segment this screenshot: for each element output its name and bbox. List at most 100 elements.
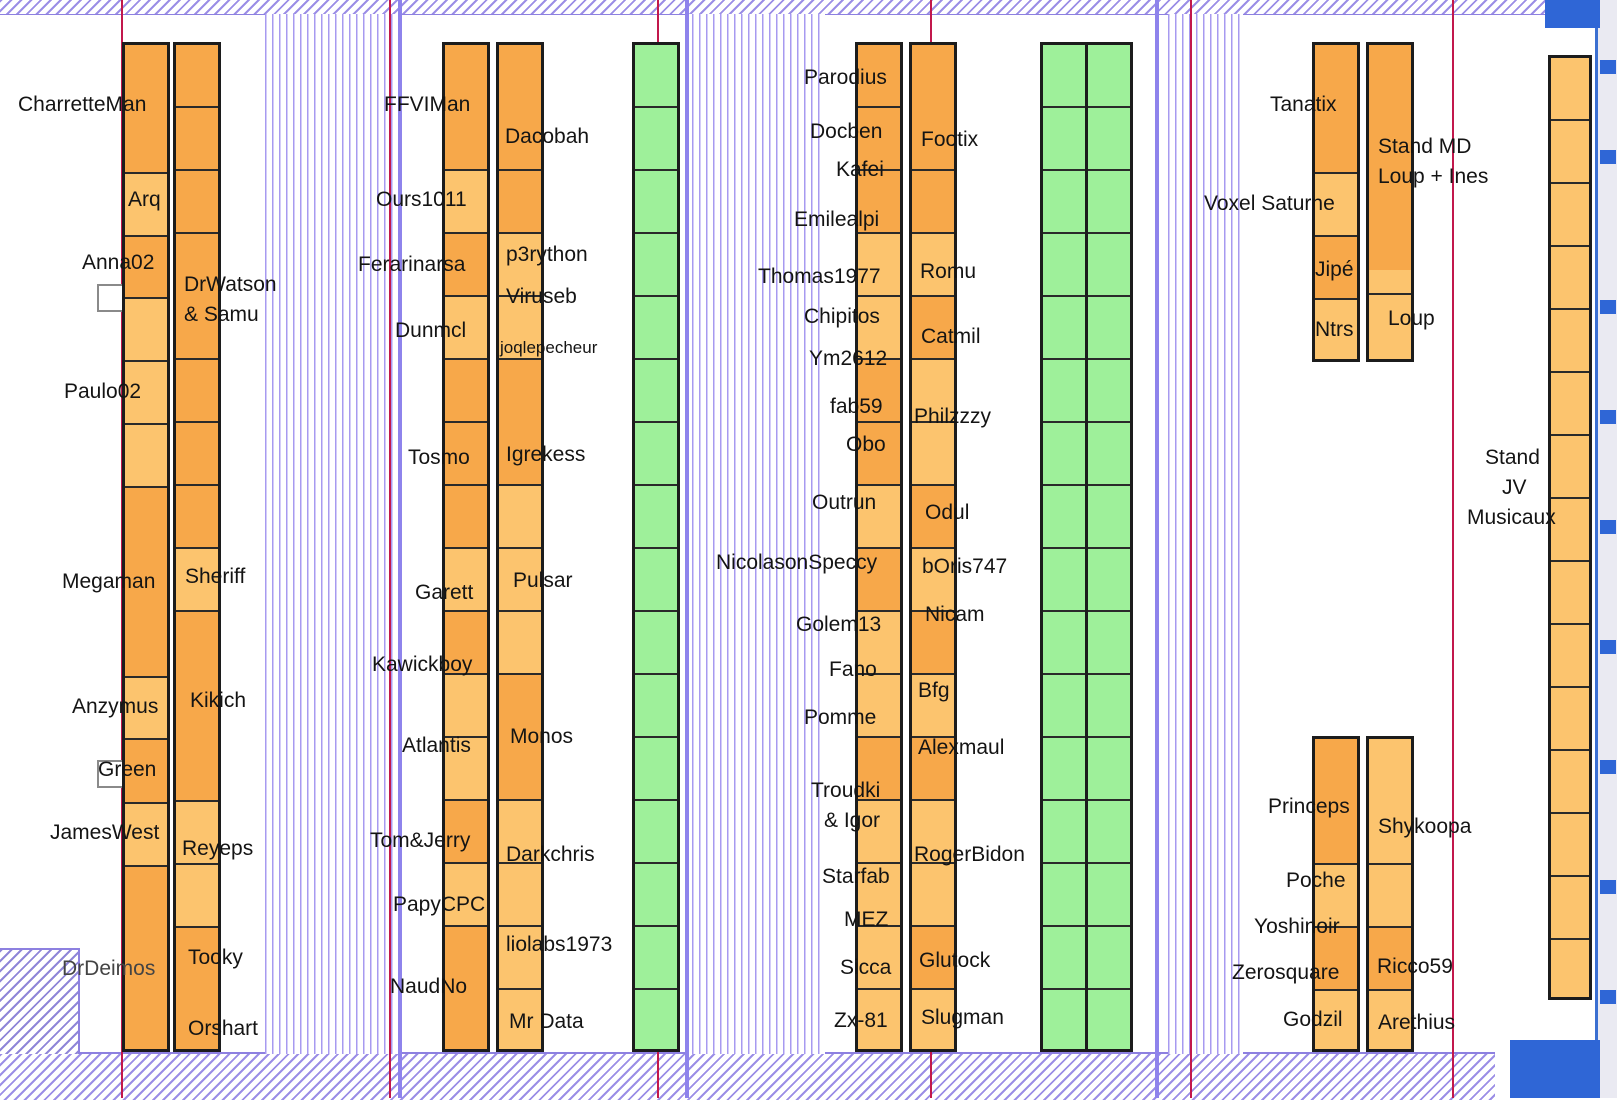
table-slot[interactable]: [912, 612, 954, 675]
table-slot[interactable]: [858, 234, 900, 297]
table-slot[interactable]: [125, 237, 167, 299]
table-slot[interactable]: [445, 171, 487, 234]
table-slot[interactable]: [499, 234, 541, 297]
table-slot[interactable]: [858, 864, 900, 927]
table-slot[interactable]: [1551, 184, 1589, 247]
table-slot[interactable]: [1315, 739, 1357, 865]
table-slot[interactable]: [1551, 58, 1589, 121]
table-slot[interactable]: [445, 423, 487, 486]
table-slot[interactable]: [125, 174, 167, 237]
green-slot[interactable]: [1088, 927, 1130, 990]
green-slot[interactable]: [1088, 801, 1130, 864]
table-slot[interactable]: [912, 171, 954, 234]
table-slot[interactable]: [499, 45, 541, 171]
green-slot[interactable]: [635, 801, 677, 864]
green-slot[interactable]: [1088, 171, 1130, 234]
table-slot[interactable]: [858, 171, 900, 234]
table-slot[interactable]: [1551, 373, 1589, 436]
green-slot[interactable]: [1043, 423, 1085, 486]
table-slot[interactable]: [125, 804, 167, 867]
green-slot[interactable]: [1043, 45, 1085, 108]
table-slot[interactable]: [912, 423, 954, 486]
green-slot[interactable]: [635, 423, 677, 486]
table-slot[interactable]: [499, 675, 541, 801]
green-slot[interactable]: [1088, 297, 1130, 360]
table-slot[interactable]: [858, 612, 900, 675]
table-slot[interactable]: [1369, 991, 1411, 1049]
table-slot[interactable]: [1315, 865, 1357, 928]
green-slot[interactable]: [1088, 738, 1130, 801]
table-slot[interactable]: [176, 928, 218, 1049]
table-slot[interactable]: [858, 360, 900, 423]
table-slot[interactable]: [912, 738, 954, 801]
table-slot[interactable]: [499, 801, 541, 864]
table-slot[interactable]: [445, 864, 487, 927]
green-slot[interactable]: [1043, 549, 1085, 612]
table-slot[interactable]: [1369, 928, 1411, 991]
table-slot[interactable]: [499, 486, 541, 549]
green-slot[interactable]: [1043, 990, 1085, 1049]
green-slot[interactable]: [1088, 675, 1130, 738]
green-slot[interactable]: [1043, 108, 1085, 171]
green-slot[interactable]: [635, 864, 677, 927]
table-slot[interactable]: [176, 45, 218, 108]
table-slot[interactable]: [499, 990, 541, 1049]
green-slot[interactable]: [635, 738, 677, 801]
table-slot[interactable]: [858, 108, 900, 171]
table-slot[interactable]: [858, 801, 900, 864]
table-slot[interactable]: [125, 45, 167, 174]
table-slot[interactable]: [1315, 300, 1357, 359]
table-slot[interactable]: [125, 299, 167, 362]
table-slot[interactable]: [1315, 174, 1357, 237]
table-slot[interactable]: [499, 612, 541, 675]
table-slot[interactable]: [445, 738, 487, 801]
table-slot[interactable]: [1551, 499, 1589, 562]
table-slot[interactable]: [1315, 45, 1357, 174]
table-slot[interactable]: [499, 864, 541, 927]
table-slot[interactable]: [1551, 562, 1589, 625]
green-slot[interactable]: [1043, 360, 1085, 423]
table-slot[interactable]: [912, 297, 954, 360]
green-slot[interactable]: [635, 234, 677, 297]
green-slot[interactable]: [635, 990, 677, 1049]
green-slot[interactable]: [635, 486, 677, 549]
table-slot[interactable]: [858, 486, 900, 549]
green-slot[interactable]: [1088, 45, 1130, 108]
table-slot[interactable]: [1369, 739, 1411, 865]
green-slot[interactable]: [635, 927, 677, 990]
green-slot[interactable]: [635, 108, 677, 171]
table-slot[interactable]: [912, 486, 954, 549]
green-slot[interactable]: [635, 612, 677, 675]
table-slot[interactable]: [858, 927, 900, 990]
table-slot[interactable]: [858, 675, 900, 738]
green-slot[interactable]: [635, 171, 677, 234]
table-slot[interactable]: [176, 423, 218, 486]
green-slot[interactable]: [1043, 927, 1085, 990]
table-slot[interactable]: [176, 612, 218, 802]
green-slot[interactable]: [1043, 171, 1085, 234]
green-slot[interactable]: [1088, 423, 1130, 486]
table-slot[interactable]: [176, 360, 218, 423]
green-slot[interactable]: [1043, 801, 1085, 864]
table-slot[interactable]: [858, 549, 900, 612]
table-slot[interactable]: [445, 297, 487, 360]
table-slot[interactable]: [1369, 270, 1411, 295]
green-slot[interactable]: [1043, 738, 1085, 801]
table-slot[interactable]: [858, 297, 900, 360]
table-slot[interactable]: [176, 865, 218, 928]
table-slot[interactable]: [1315, 928, 1357, 991]
table-slot[interactable]: [912, 990, 954, 1049]
table-slot[interactable]: [499, 171, 541, 234]
green-slot[interactable]: [1088, 108, 1130, 171]
green-slot[interactable]: [635, 297, 677, 360]
table-slot[interactable]: [499, 360, 541, 486]
table-slot[interactable]: [176, 802, 218, 865]
table-slot[interactable]: [858, 423, 900, 486]
table-slot[interactable]: [912, 864, 954, 927]
table-slot[interactable]: [176, 486, 218, 549]
table-slot[interactable]: [125, 678, 167, 740]
table-slot[interactable]: [1315, 991, 1357, 1049]
green-slot[interactable]: [635, 45, 677, 108]
green-slot[interactable]: [1043, 864, 1085, 927]
table-slot[interactable]: [1551, 751, 1589, 814]
